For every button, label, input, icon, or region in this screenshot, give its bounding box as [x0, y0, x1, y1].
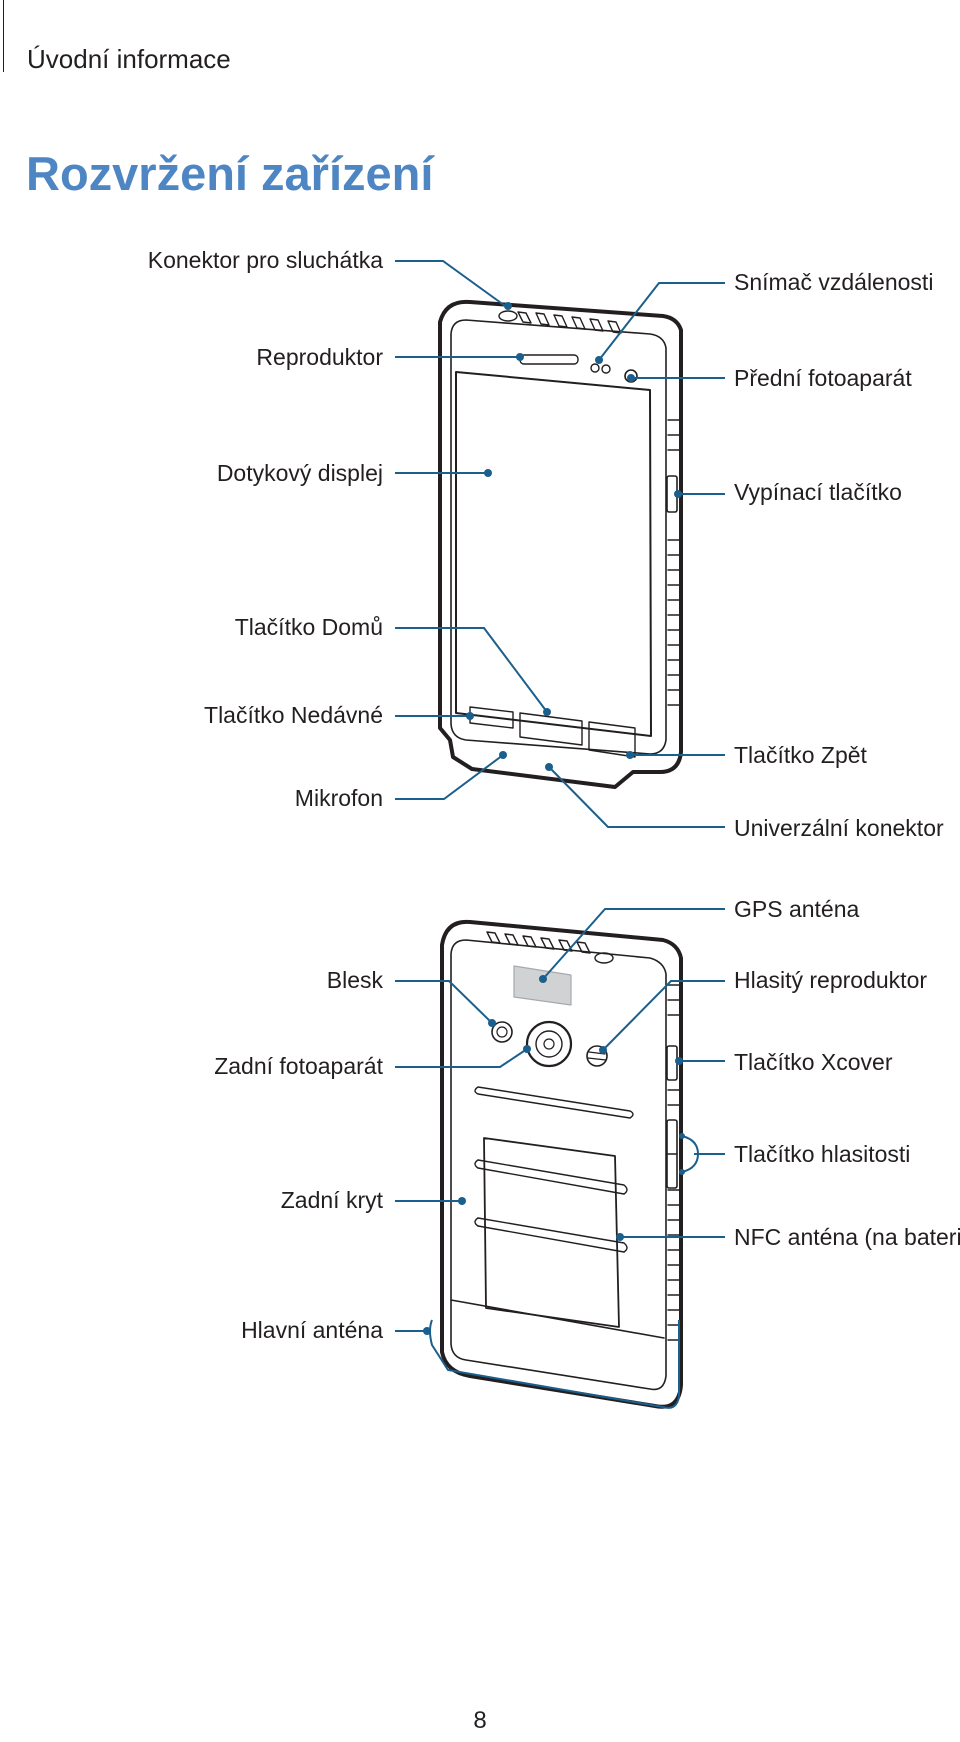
label-volume-button: Tlačítko hlasitosti: [734, 1141, 911, 1167]
front-device-illustration: [438, 299, 683, 789]
label-back-cover: Zadní kryt: [280, 1187, 383, 1213]
margin-rule: [3, 0, 4, 72]
label-gps-antenna: GPS anténa: [734, 896, 860, 922]
label-front-camera: Přední fotoaparát: [734, 365, 912, 391]
label-headset-jack: Konektor pro sluchátka: [147, 247, 383, 273]
label-rear-camera: Zadní fotoaparát: [214, 1053, 383, 1079]
label-nfc-antenna: NFC anténa (na baterii): [734, 1224, 960, 1250]
label-flash: Blesk: [326, 967, 383, 993]
section-header: Úvodní informace: [27, 44, 231, 74]
label-touchscreen: Dotykový displej: [216, 460, 383, 486]
label-power-button: Vypínací tlačítko: [734, 479, 902, 505]
rear-device-illustration: [440, 919, 683, 1409]
label-recent-button: Tlačítko Nedávné: [204, 702, 383, 728]
label-usb-connector: Univerzální konektor: [734, 815, 944, 841]
label-proximity-sensor: Snímač vzdálenosti: [734, 269, 934, 295]
label-main-antenna: Hlavní anténa: [241, 1317, 383, 1343]
page-number: 8: [473, 1707, 487, 1734]
label-xcover-button: Tlačítko Xcover: [734, 1049, 893, 1075]
page-title: Rozvržení zařízení: [26, 147, 434, 200]
label-speaker: Hlasitý reproduktor: [734, 967, 928, 993]
callout-lines: [395, 260, 725, 1409]
label-earpiece: Reproduktor: [256, 344, 383, 370]
callout-dots: [423, 302, 685, 1335]
label-microphone: Mikrofon: [294, 785, 383, 811]
label-home-button: Tlačítko Domů: [234, 614, 383, 640]
label-back-button: Tlačítko Zpět: [734, 742, 867, 768]
